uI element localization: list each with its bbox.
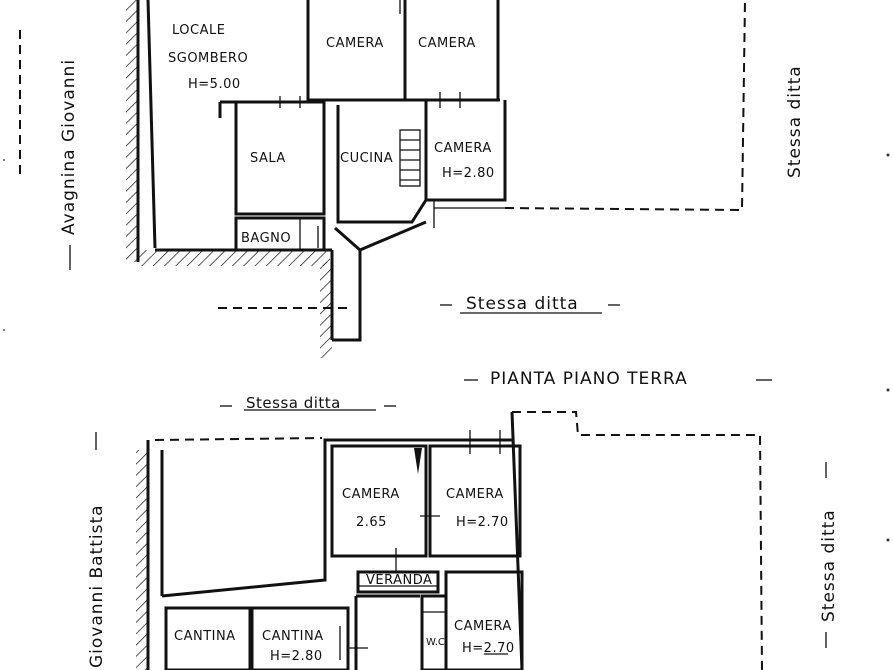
- label-camera-b: CAMERA: [446, 487, 504, 502]
- label-camera-2: CAMERA: [418, 36, 476, 51]
- street-label-upper: Avagnina Giovanni: [59, 59, 79, 235]
- hatched-wall-left: [126, 0, 138, 262]
- label-sala: SALA: [250, 151, 286, 166]
- hatched-wall-left-lower: [136, 450, 148, 670]
- neighbor-label-bottom-upper: Stessa ditta: [466, 294, 579, 314]
- neighbor-label-right-lower: Stessa ditta: [819, 509, 839, 622]
- neighbor-label-top-lower: Stessa ditta: [246, 394, 341, 412]
- upper-plan: Avagnina Giovanni LOCALE SGOMBERO H=5.00…: [19, 0, 805, 358]
- label-camera-a-value: 2.65: [356, 515, 387, 530]
- label-cantina-2-height: H=2.80: [270, 649, 323, 664]
- neighbor-label-right-upper: Stessa ditta: [785, 65, 805, 178]
- label-sgombero: SGOMBERO: [168, 51, 248, 66]
- label-wc: W.C.: [426, 637, 448, 648]
- hatched-wall-corridor: [320, 262, 332, 358]
- plan-title: PIANTA PIANO TERRA: [490, 369, 688, 389]
- label-camera-3-height: H=2.80: [442, 166, 495, 181]
- label-bagno: BAGNO: [241, 231, 291, 246]
- label-veranda: VERANDA: [366, 573, 432, 588]
- label-camera-3: CAMERA: [434, 141, 492, 156]
- label-cantina-2: CANTINA: [262, 629, 324, 644]
- label-camera-1: CAMERA: [326, 36, 384, 51]
- label-camera-b-height: H=2.70: [456, 515, 509, 530]
- lower-plan: PIANTA PIANO TERRA Stessa ditta: [87, 369, 839, 670]
- label-locale: LOCALE: [172, 23, 225, 38]
- label-camera-c: CAMERA: [454, 619, 512, 634]
- label-camera-a: CAMERA: [342, 487, 400, 502]
- street-label-lower: Giovanni Battista: [87, 504, 107, 668]
- label-cucina: CUCINA: [340, 151, 393, 166]
- label-cantina-1: CANTINA: [174, 629, 236, 644]
- hatched-wall-bottom: [138, 250, 330, 266]
- label-camera-c-height: H=2.70: [462, 641, 515, 656]
- label-locale-height: H=5.00: [188, 77, 241, 92]
